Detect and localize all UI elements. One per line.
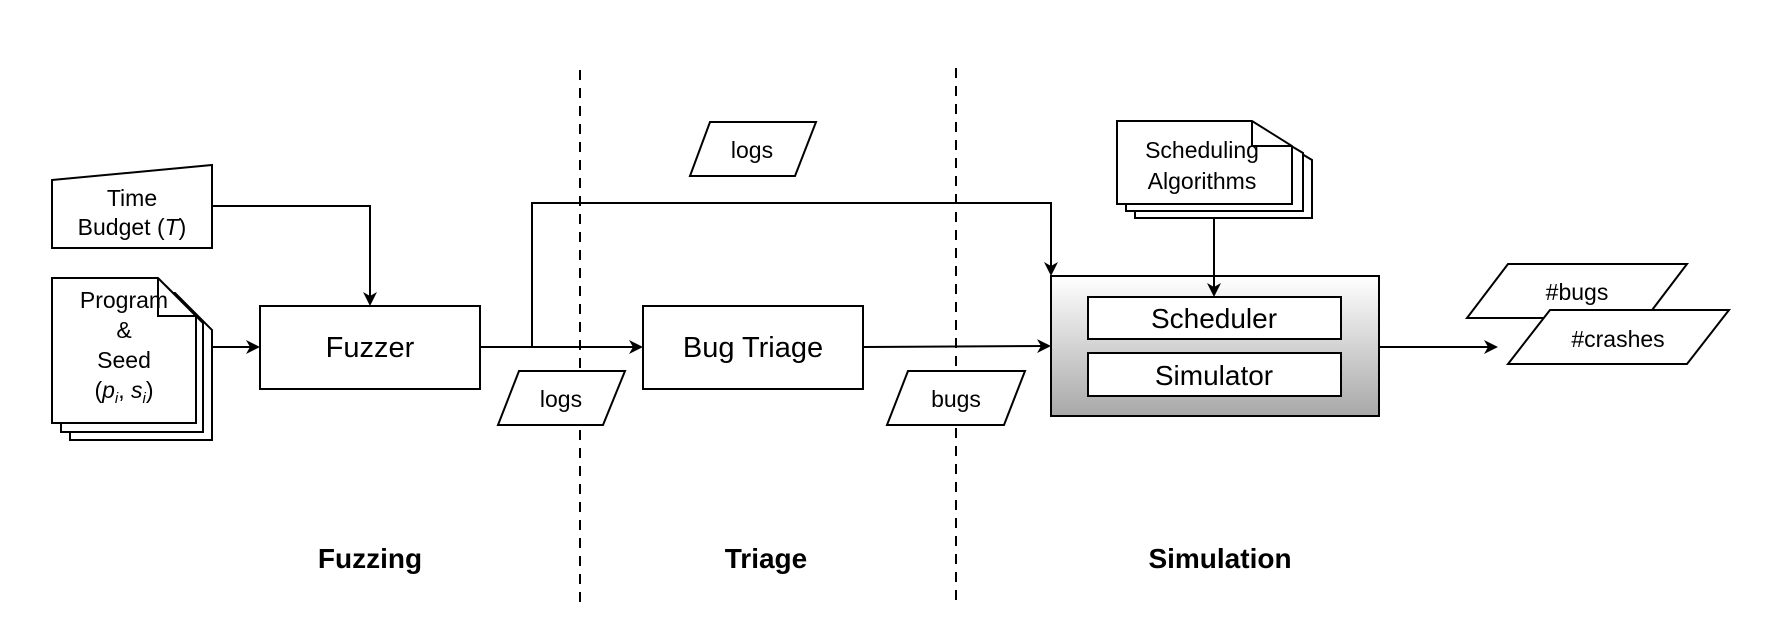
time-budget-input: Time Budget (T) xyxy=(51,163,213,249)
simulator-label: Simulator xyxy=(1155,360,1273,391)
arrow-time-budget-to-fuzzer xyxy=(212,205,377,306)
logs-bottom-data: logs xyxy=(496,370,627,426)
output-crashes-label: #crashes xyxy=(1571,326,1664,352)
bugs-data: bugs xyxy=(885,370,1027,426)
output-crashes-data: #crashes xyxy=(1505,309,1732,365)
fuzzer-box: Fuzzer xyxy=(259,305,481,390)
algorithms-label: Algorithms xyxy=(1148,168,1257,194)
arrow-triage-to-simulation xyxy=(862,339,1051,354)
output-bugs-label: #bugs xyxy=(1546,279,1609,305)
simulator-box: Simulator xyxy=(1087,352,1342,397)
time-budget-line2: Budget (T) xyxy=(78,214,187,240)
logs-bottom-label: logs xyxy=(540,386,582,412)
ampersand-label: & xyxy=(116,317,131,343)
scheduling-label: Scheduling xyxy=(1145,137,1259,163)
output-bugs-data: #bugs xyxy=(1464,263,1690,319)
seed-label: Seed xyxy=(97,347,151,373)
logs-top-data: logs xyxy=(688,121,818,177)
bug-triage-box: Bug Triage xyxy=(642,305,864,390)
fuzzer-label: Fuzzer xyxy=(326,332,415,364)
bug-triage-label: Bug Triage xyxy=(683,332,823,364)
stage-label-triage: Triage xyxy=(725,543,807,574)
bugs-label: bugs xyxy=(931,386,981,412)
arrow-logs-to-simulation xyxy=(531,202,1058,347)
simulation-container: Scheduler Simulator xyxy=(1050,275,1380,417)
program-seed-documents: Program & Seed (pi, si) xyxy=(51,277,213,441)
scheduler-label: Scheduler xyxy=(1151,303,1277,334)
scheduler-box: Scheduler xyxy=(1087,296,1342,340)
stage-label-fuzzing: Fuzzing xyxy=(318,543,422,574)
scheduling-algorithms-documents: Scheduling Algorithms xyxy=(1116,120,1313,219)
stage-label-simulation: Simulation xyxy=(1148,543,1291,574)
time-budget-line1: Time xyxy=(107,185,157,211)
program-label: Program xyxy=(80,287,168,313)
logs-top-label: logs xyxy=(731,137,773,163)
